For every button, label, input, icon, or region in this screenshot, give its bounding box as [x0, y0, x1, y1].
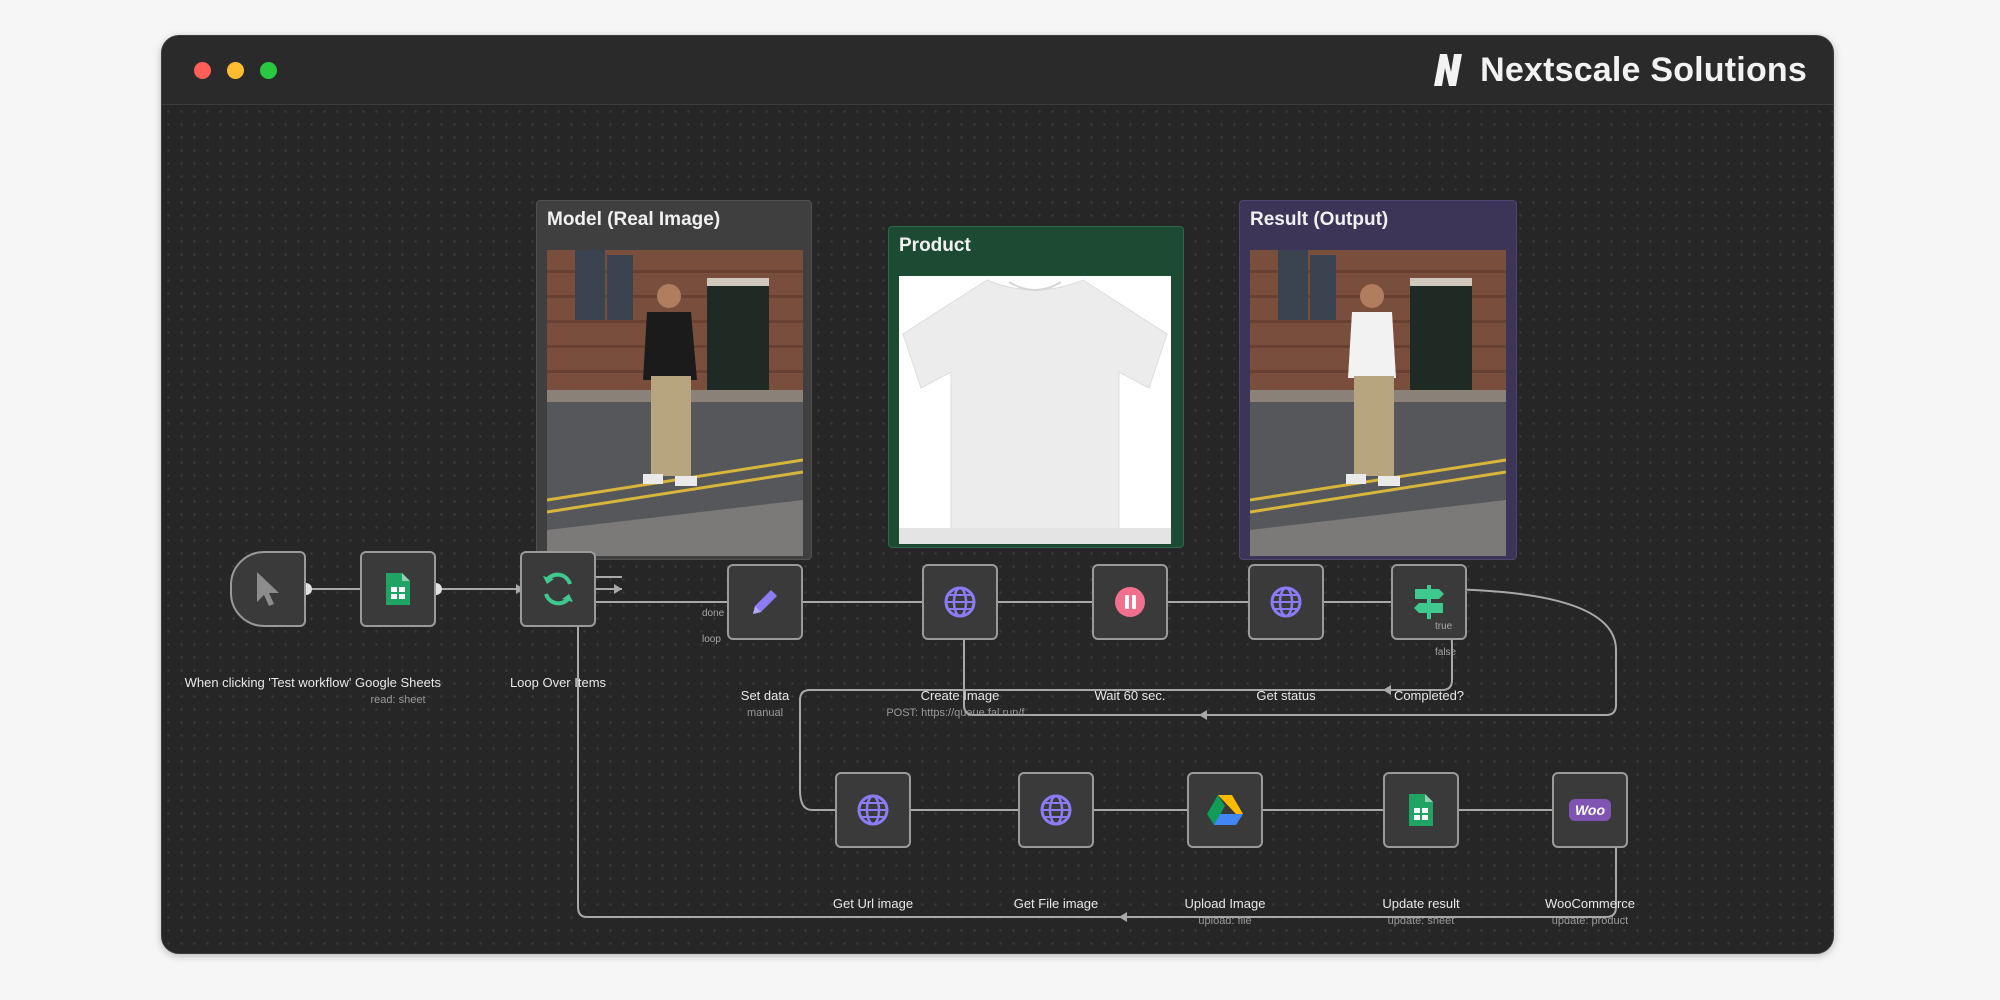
node-set-data-label: Set data [740, 688, 790, 703]
workflow-canvas[interactable]: Model (Real Image) [162, 105, 1833, 953]
node-google-sheets-sub: read: sheet [370, 694, 426, 706]
maximize-window-button[interactable] [260, 62, 277, 79]
note-product[interactable]: Product [888, 226, 1184, 548]
brand: Nextscale Solutions [1430, 50, 1807, 90]
google-sheets-icon [1409, 794, 1433, 826]
node-trigger[interactable] [230, 551, 306, 627]
app-window: Nextscale Solutions Model (Real Image) [161, 35, 1834, 954]
port-true-label: true [1435, 621, 1453, 632]
title-bar: Nextscale Solutions [162, 36, 1833, 105]
node-update-result[interactable] [1383, 772, 1459, 848]
node-woocommerce-sub: update: product [1551, 915, 1629, 927]
node-get-status[interactable] [1248, 564, 1324, 640]
cursor-icon [257, 572, 279, 606]
node-wait[interactable] [1092, 564, 1168, 640]
product-photo [899, 276, 1171, 544]
nextscale-logo-icon [1434, 54, 1463, 86]
node-wait-label: Wait 60 sec. [1094, 688, 1166, 703]
close-window-button[interactable] [194, 62, 211, 79]
node-set-data-sub: manual [746, 707, 784, 719]
minimize-window-button[interactable] [227, 62, 244, 79]
node-woocommerce-label: WooCommerce [1544, 896, 1636, 911]
node-upload-image[interactable] [1187, 772, 1263, 848]
note-model-title: Model (Real Image) [547, 209, 721, 230]
brand-name: Nextscale Solutions [1480, 50, 1807, 89]
node-upload-image-label: Upload Image [1184, 896, 1266, 911]
node-get-file-image-label: Get File image [1013, 896, 1099, 911]
note-product-title: Product [899, 235, 971, 256]
google-drive-icon [1207, 795, 1243, 825]
globe-icon [944, 586, 976, 618]
node-set-data[interactable] [727, 564, 803, 640]
google-sheets-icon [386, 573, 410, 605]
node-create-image-label: Create Image [920, 688, 1000, 703]
node-get-status-label: Get status [1256, 688, 1316, 703]
woocommerce-logo-text: Woo [1574, 802, 1606, 818]
globe-icon [1040, 794, 1072, 826]
node-get-file-image[interactable] [1018, 772, 1094, 848]
node-update-result-sub: update: sheet [1387, 915, 1455, 927]
port-done-label: done [702, 608, 725, 619]
note-result[interactable]: Result (Output) [1239, 200, 1517, 560]
pencil-icon [753, 590, 777, 614]
port-false-label: false [1435, 647, 1457, 658]
model-photo [547, 250, 803, 556]
node-completed-label: Completed? [1393, 688, 1465, 703]
globe-icon [857, 794, 889, 826]
globe-icon [1270, 586, 1302, 618]
node-create-image[interactable] [922, 564, 998, 640]
node-upload-image-sub: upload: file [1198, 915, 1252, 927]
result-photo [1250, 250, 1506, 556]
node-get-url-image[interactable] [835, 772, 911, 848]
node-google-sheets[interactable] [360, 551, 436, 627]
loop-icon [543, 572, 573, 606]
note-model[interactable]: Model (Real Image) [536, 200, 812, 560]
node-loop-over-items[interactable] [520, 551, 596, 627]
signpost-icon [1414, 585, 1444, 619]
node-woocommerce[interactable]: Woo [1552, 772, 1628, 848]
node-update-result-label: Update result [1382, 896, 1460, 911]
node-create-image-sub: POST: https://queue.fal.run/f... [886, 707, 1034, 719]
port-loop-label: loop [702, 634, 721, 645]
node-google-sheets-label: Google Sheets [354, 675, 441, 690]
node-get-url-image-label: Get Url image [832, 896, 914, 911]
node-completed[interactable] [1391, 564, 1467, 640]
node-trigger-label: When clicking 'Test workflow' [184, 675, 352, 690]
woocommerce-icon: Woo [1568, 799, 1612, 821]
pause-icon [1115, 587, 1145, 617]
node-loop-label: Loop Over Items [509, 675, 607, 690]
note-result-title: Result (Output) [1250, 209, 1389, 230]
